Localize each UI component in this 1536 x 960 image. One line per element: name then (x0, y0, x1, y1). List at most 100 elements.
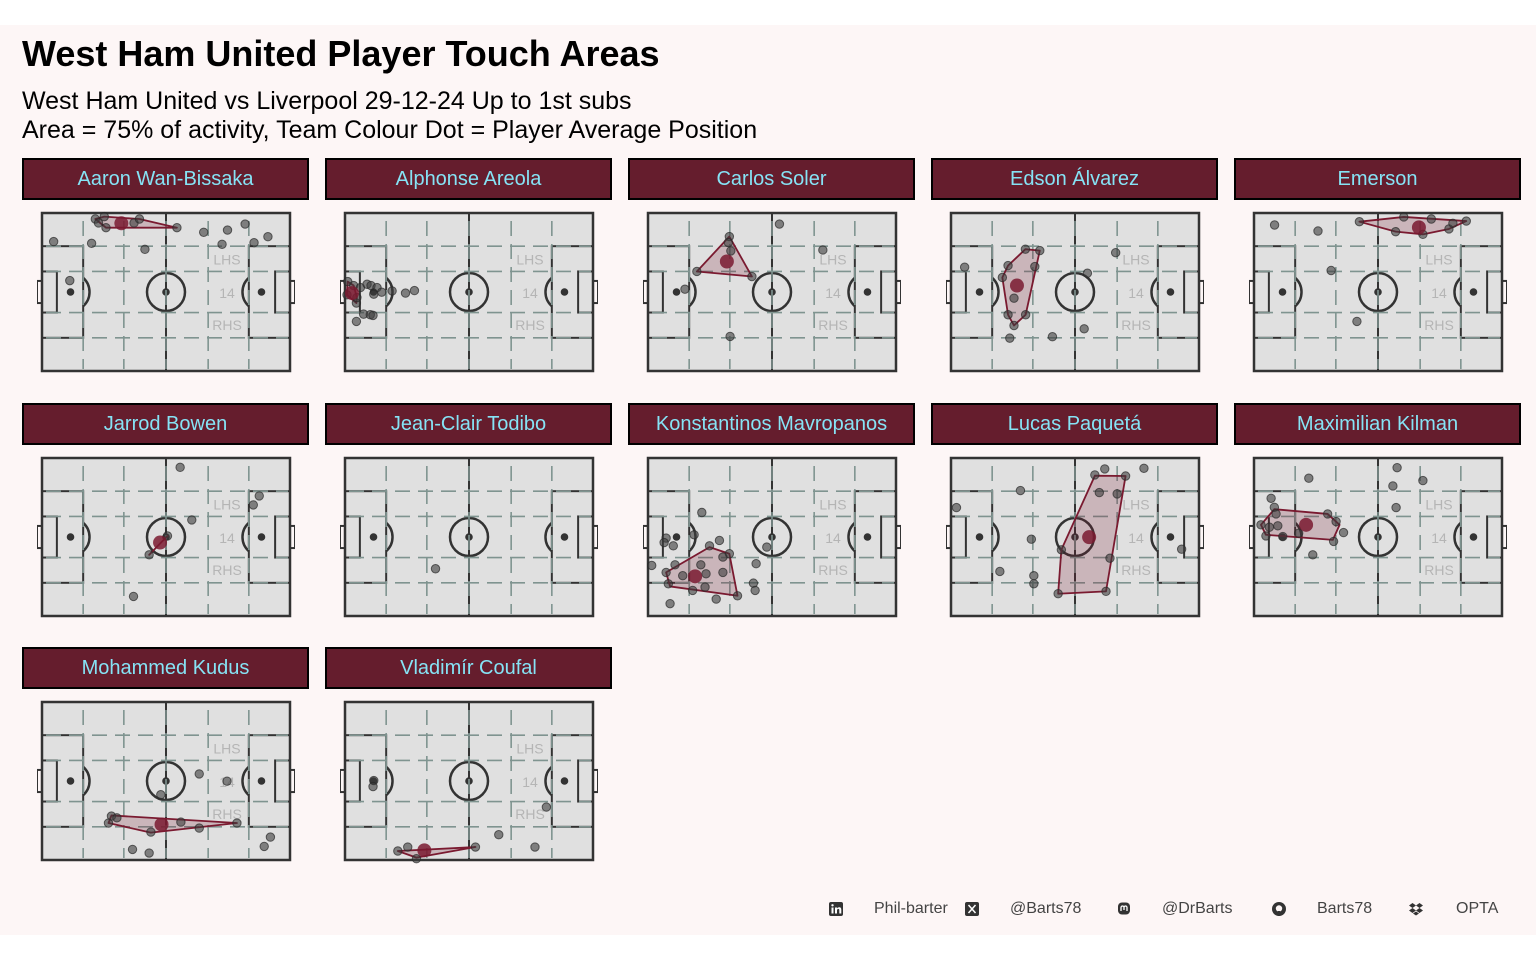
touch-point (725, 331, 735, 342)
touch-point (747, 271, 757, 282)
touch-point (1354, 216, 1365, 227)
zone-label-lhs: LHS (213, 741, 240, 757)
pitch-plot (340, 456, 598, 617)
touch-point (369, 289, 379, 299)
zone-label-rhs: RHS (1424, 317, 1454, 333)
touch-point (430, 563, 441, 573)
penalty-spot-left (1278, 288, 1287, 296)
penalty-spot-left (975, 288, 984, 296)
zone-label-lhs: LHS (1122, 252, 1149, 268)
touch-point (263, 232, 273, 242)
zone-label-centre: 14 (1431, 285, 1447, 301)
zone-label-rhs: RHS (212, 806, 242, 822)
touch-point (951, 502, 962, 512)
touch-point (1029, 570, 1039, 580)
linkedin-icon (829, 902, 843, 916)
penalty-spot-right (257, 288, 266, 296)
penalty-spot-left (66, 288, 75, 296)
touch-point (1399, 212, 1409, 222)
touch-point (217, 239, 227, 249)
touch-point (128, 591, 139, 601)
touch-point (1448, 218, 1458, 228)
penalty-arc-right (1150, 276, 1159, 308)
touch-point (1139, 463, 1149, 473)
touch-point (162, 530, 173, 541)
penalty-spot-left (66, 777, 75, 785)
penalty-arc-left (991, 521, 1000, 552)
zone-label-lhs: LHS (213, 252, 240, 268)
penalty-spot-right (560, 532, 569, 541)
penalty-spot-left (672, 288, 681, 296)
player-name-strip: Konstantinos Mavropanos (628, 402, 915, 445)
zone-label-rhs: RHS (1121, 317, 1151, 333)
touch-point (175, 462, 185, 472)
touch-point (995, 566, 1005, 576)
zone-label-rhs: RHS (818, 317, 848, 333)
player-name-strip: Mohammed Kudus (22, 647, 309, 689)
touch-point (172, 222, 182, 233)
penalty-arc-right (1453, 521, 1462, 552)
touch-point (1392, 462, 1402, 472)
touch-point (1082, 268, 1093, 278)
penalty-spot-right (560, 288, 569, 296)
penalty-arc-left (82, 521, 91, 552)
average-position-dot (1411, 220, 1426, 235)
player-name-strip: Edson Álvarez (931, 158, 1218, 200)
touch-point (1112, 488, 1122, 499)
zone-label-centre: 14 (825, 285, 841, 301)
touch-point (411, 854, 422, 864)
touch-point (1005, 333, 1015, 343)
zone-label-lhs: LHS (819, 496, 846, 512)
footer-mastodon-text: @DrBarts (1162, 900, 1233, 917)
touch-point (1120, 470, 1131, 481)
touch-point (680, 284, 690, 294)
touch-point (1328, 536, 1339, 546)
touch-point (1266, 493, 1276, 503)
penalty-spot-right (863, 288, 872, 296)
touch-point (176, 817, 186, 827)
touch-point (1264, 522, 1275, 532)
touch-point (1029, 578, 1039, 588)
touch-point (1053, 588, 1063, 598)
touch-point (86, 238, 97, 249)
zone-label-centre: 14 (522, 774, 538, 790)
touch-point (687, 585, 698, 595)
touch-point (127, 844, 138, 855)
touch-point (700, 581, 710, 592)
penalty-arc-right (241, 276, 250, 308)
zone-label-centre: 14 (219, 529, 235, 545)
touch-point (101, 222, 111, 233)
touch-point (1003, 310, 1013, 320)
touch-point (112, 813, 122, 823)
penalty-arc-right (1150, 521, 1159, 552)
touch-point (368, 781, 378, 792)
touch-point (1056, 544, 1067, 554)
zone-label-centre: 14 (1128, 285, 1144, 301)
touch-point (1026, 534, 1037, 544)
average-position-dot (688, 568, 703, 583)
zone-label-rhs: RHS (1121, 562, 1151, 578)
zone-label-lhs: LHS (213, 496, 240, 512)
chart-subtitle-legend: Area = 75% of activity, Team Colour Dot … (22, 116, 758, 144)
zone-label-lhs: LHS (1425, 252, 1452, 268)
zone-label-rhs: RHS (515, 806, 545, 822)
touch-point (99, 211, 109, 222)
touch-point (222, 225, 233, 235)
penalty-spot-right (1469, 532, 1478, 541)
touch-point (647, 560, 657, 570)
touch-point (259, 841, 269, 852)
average-position-dot (1299, 517, 1314, 532)
touch-point (1322, 508, 1333, 519)
penalty-spot-right (1166, 532, 1175, 541)
touch-point (351, 316, 362, 327)
